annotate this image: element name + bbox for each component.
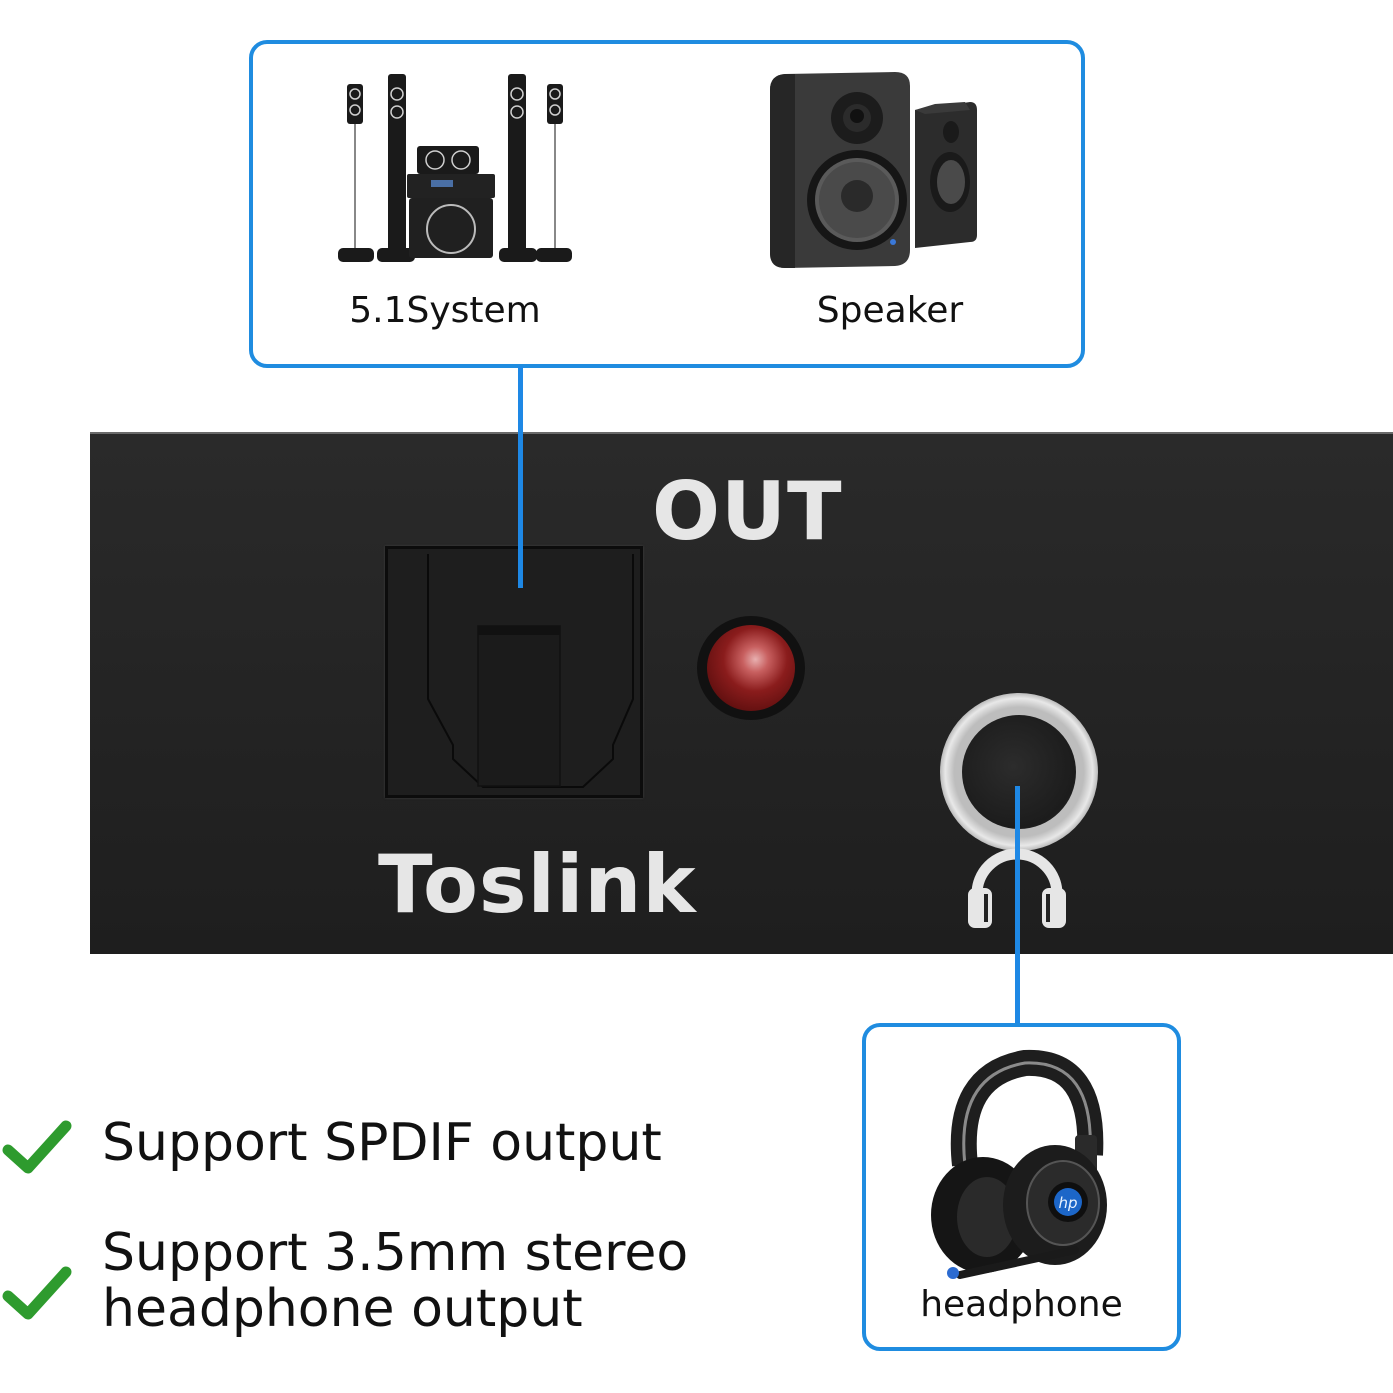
feature-text: Support SPDIF output — [102, 1113, 662, 1173]
home-theater-5-1-system-image — [338, 74, 572, 262]
toslink-optical-port[interactable] — [385, 546, 643, 798]
toslink-port-outline-icon — [427, 554, 634, 788]
speaker-label: Speaker — [816, 290, 964, 331]
toslink-connector-line — [518, 366, 523, 588]
five-one-system-label: 5.1System — [349, 290, 541, 331]
out-label: OUT — [652, 465, 843, 558]
hp-logo: hp — [1058, 1194, 1077, 1212]
check-icon — [2, 1120, 72, 1174]
feature-text-line-1: Support 3.5mm stereo — [102, 1223, 689, 1283]
headphone-connector-line — [1015, 786, 1020, 1026]
feature-text-line-2: headphone output — [102, 1279, 583, 1339]
red-led-indicator — [697, 616, 805, 720]
bookshelf-speakers-image — [770, 72, 977, 268]
toslink-label: Toslink — [378, 838, 697, 931]
gaming-headset-image: hp — [931, 1049, 1107, 1279]
headphone-label: headphone — [920, 1284, 1123, 1325]
check-icon — [2, 1266, 72, 1320]
